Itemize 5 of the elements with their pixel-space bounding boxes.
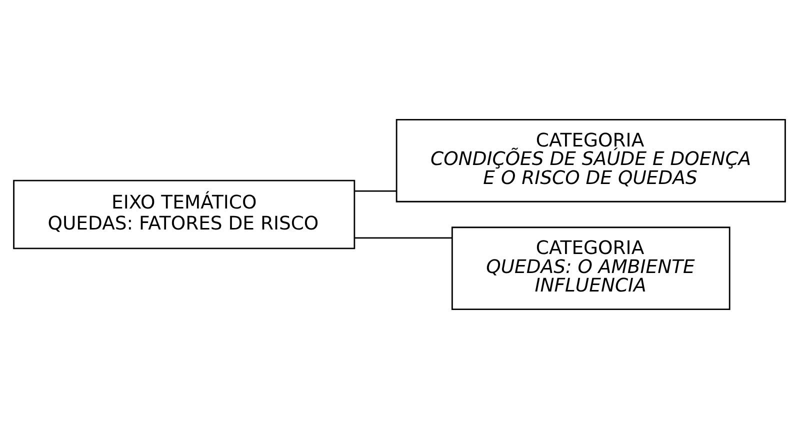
node-box: CATEGORIA CONDIÇÕES DE SAÚDE E DOENÇA E O RISCO DE QUEDAS [396, 118, 786, 202]
connector [354, 190, 396, 192]
node-box: EIXO TEMÁTICO QUEDAS: FATORES DE RISCO [13, 179, 356, 249]
connector [354, 236, 452, 238]
node-box: CATEGORIA QUEDAS: O AMBIENTE INFLUENCIA [451, 226, 730, 310]
